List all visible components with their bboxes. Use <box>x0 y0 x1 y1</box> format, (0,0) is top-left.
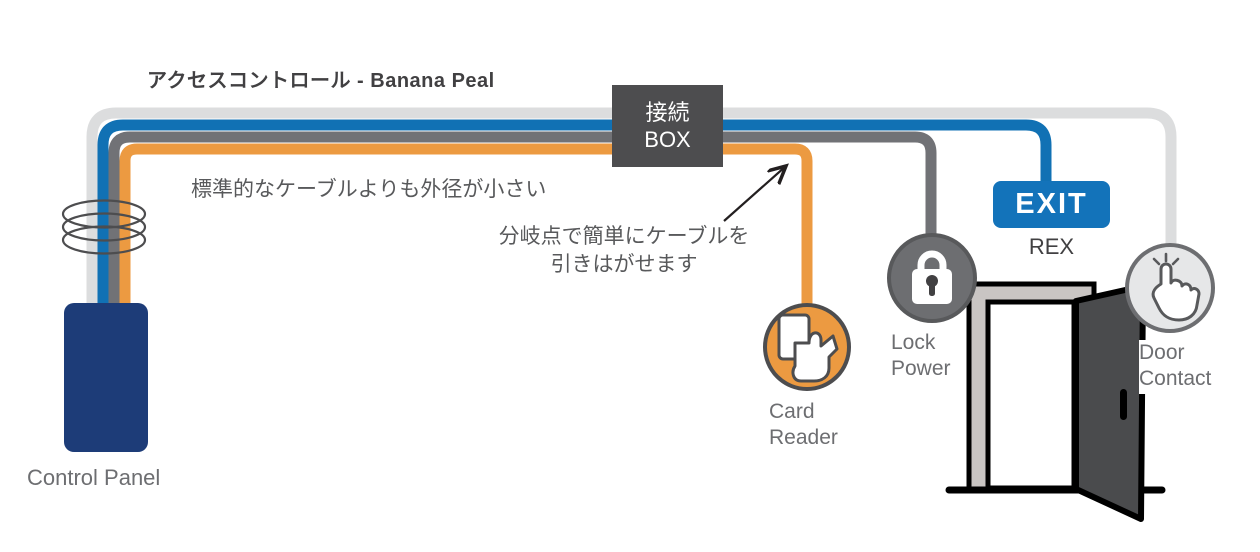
cable-orange <box>119 143 813 315</box>
cable-coil <box>61 199 147 255</box>
cable-blue <box>97 119 1052 312</box>
lock-power-label-line2: Power <box>891 357 951 380</box>
lock-power-label-line1: Lock <box>891 331 936 354</box>
exit-button[interactable]: EXIT <box>993 181 1110 228</box>
card-reader-label-line2: Reader <box>769 426 838 449</box>
control-panel-box <box>64 303 148 452</box>
door-leaf <box>1073 283 1146 522</box>
branch-arrow <box>723 166 786 222</box>
junction-box-line2: BOX <box>644 127 691 152</box>
cable-gray <box>108 131 937 312</box>
lock-power-device <box>887 233 977 323</box>
card-reader-label: Card Reader <box>769 399 838 451</box>
branch-note-line1: 分岐点で簡単にケーブルを <box>498 225 750 248</box>
junction-box: 接続 BOX <box>612 85 723 167</box>
cable-note: 標準的なケーブルよりも外径が小さい <box>191 178 547 201</box>
card-reader-device <box>763 303 851 391</box>
door-contact-label-line2: Contact <box>1139 367 1212 390</box>
door-contact-label: Door Contact <box>1139 340 1215 394</box>
lock-power-label: Lock Power <box>891 330 951 382</box>
branch-note-line2: 引きはがせます <box>550 253 698 276</box>
card-in-hand-icon <box>777 313 839 383</box>
page-title: アクセスコントロール - Banana Peal <box>147 70 495 92</box>
door-illustration <box>945 281 1166 522</box>
branch-note: 分岐点で簡単にケーブルを 引きはがせます <box>468 223 780 279</box>
padlock-icon <box>912 250 952 304</box>
junction-box-line1: 接続 <box>645 100 690 125</box>
door-handle <box>1120 389 1127 420</box>
door-contact-label-line1: Door <box>1139 341 1185 364</box>
control-panel-label: Control Panel <box>27 465 161 490</box>
rex-label: REX <box>1028 234 1075 259</box>
door-opening <box>985 299 1077 491</box>
door-contact-device <box>1125 243 1215 333</box>
card-reader-label-line1: Card <box>769 400 815 423</box>
tap-hand-icon <box>1151 252 1201 322</box>
exit-button-label: EXIT <box>1015 188 1088 220</box>
